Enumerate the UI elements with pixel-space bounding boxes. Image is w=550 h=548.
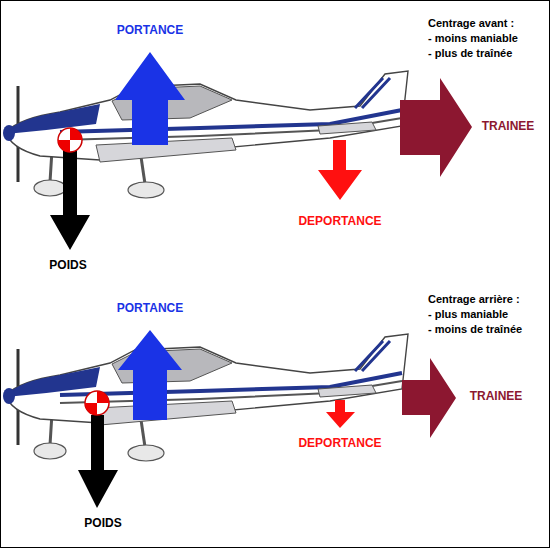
force-label: DEPORTANCE [298,437,381,451]
note-text: - moins maniable [428,32,518,45]
force-label: DEPORTANCE [298,215,381,229]
note-text: - plus de traînée [428,47,512,60]
note-text: Centrage avant : [428,17,514,30]
force-label: TRAINEE [482,120,535,134]
note-text: - plus maniable [428,308,508,321]
force-label: PORTANCE [117,302,183,316]
note-text: Centrage arrière : [428,293,520,306]
note-text: - moins de traînée [428,323,522,336]
force-label: POIDS [84,517,121,531]
force-label: POIDS [49,259,86,273]
force-label: TRAINEE [470,390,523,404]
force-label: PORTANCE [117,24,183,38]
